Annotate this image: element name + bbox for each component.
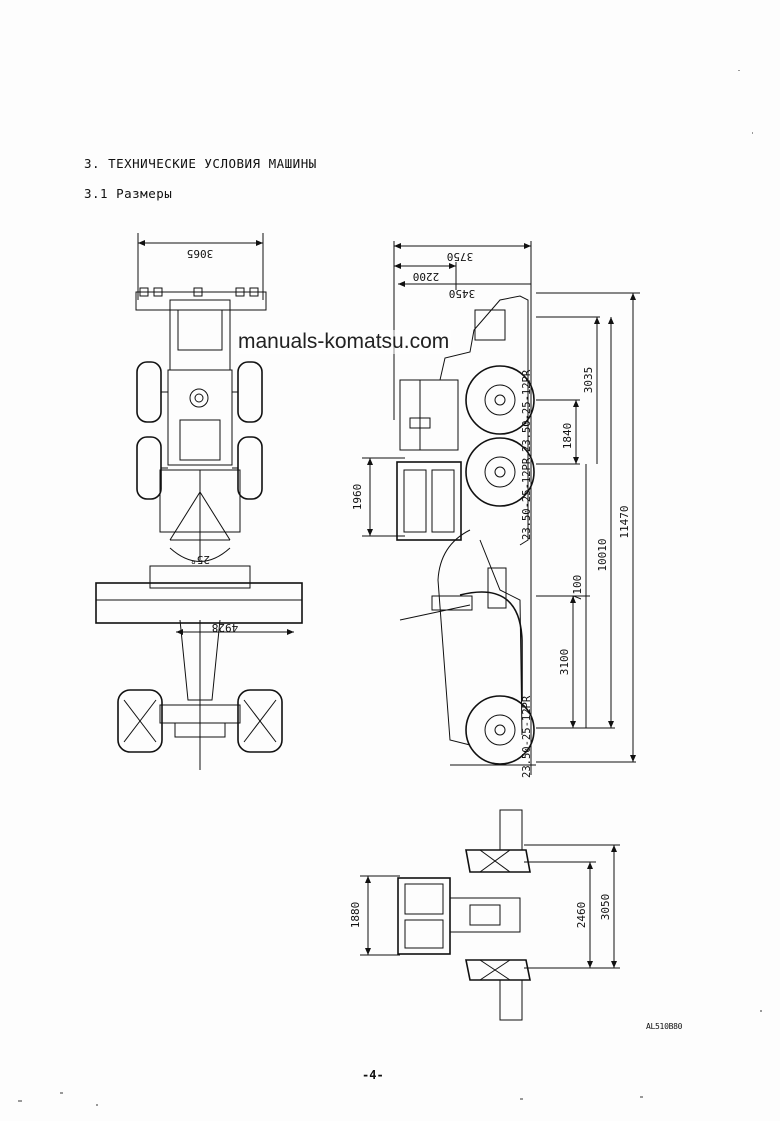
dim-3750: 3750: [447, 250, 474, 263]
dim-4928: 4928: [212, 621, 239, 634]
dim-2200: 2200: [413, 270, 440, 283]
dim-10010: 10010: [596, 538, 609, 571]
drawing-code: AL510B80: [646, 1022, 683, 1031]
dim-3450: 3450: [449, 287, 476, 300]
dim-11470: 11470: [618, 505, 631, 538]
tire-label-rear-lower: 23.50-25-12PR: [521, 457, 533, 540]
rear-view-drawing: 1880 2460 3050: [349, 809, 620, 1021]
dim-3065: 3065: [187, 247, 214, 260]
dim-1840: 1840: [561, 423, 574, 450]
top-view-drawing: 3065: [95, 233, 303, 770]
dim-blade-angle: 25°: [190, 553, 210, 566]
dim-1880: 1880: [349, 902, 362, 929]
scan-specks: [18, 70, 762, 1106]
section-subheading: 3.1 Размеры: [84, 186, 173, 201]
tire-label-rear-upper: 23.50-25-12PR: [521, 369, 533, 452]
watermark-text: manuals-komatsu.com: [236, 330, 452, 354]
dim-3050: 3050: [599, 894, 612, 921]
page-number: -4-: [362, 1068, 384, 1082]
dim-7100: 7100: [571, 575, 584, 602]
tire-label-front: 23.50-25-12PR: [521, 695, 533, 778]
dim-3035: 3035: [582, 367, 595, 394]
side-view-drawing: 3750 2200 3450 1960: [351, 241, 640, 778]
dim-1960: 1960: [351, 484, 364, 511]
dim-3100: 3100: [558, 649, 571, 676]
section-heading: 3. ТЕХНИЧЕСКИЕ УСЛОВИЯ МАШИНЫ: [84, 156, 317, 171]
dim-2460: 2460: [575, 902, 588, 929]
